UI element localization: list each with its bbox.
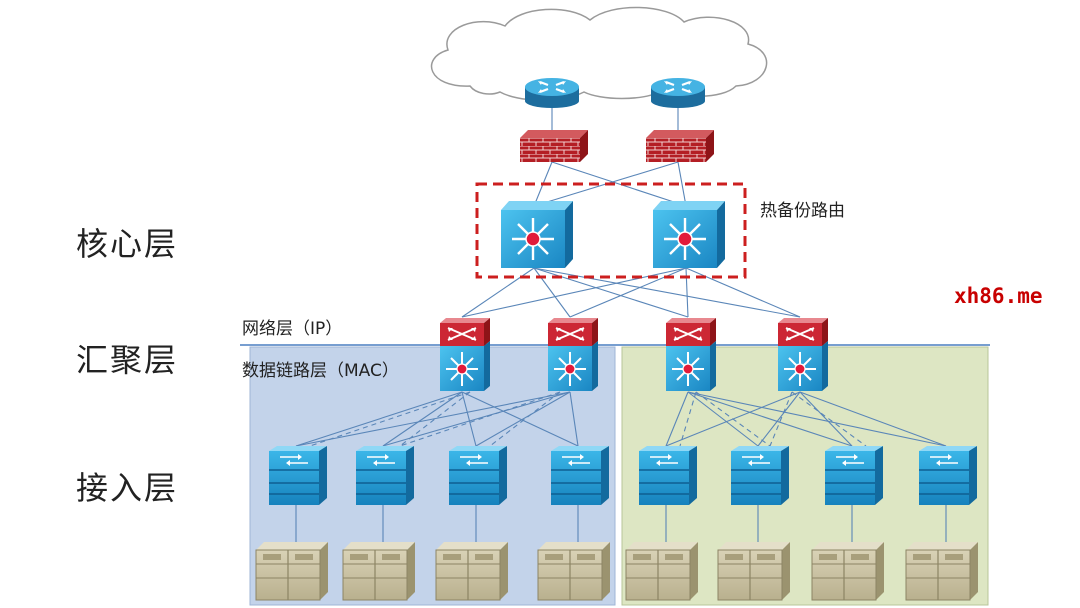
multilayer-router-icon xyxy=(665,317,717,392)
internet-cloud-icon xyxy=(430,6,768,101)
access-switch-icon xyxy=(448,445,508,506)
server-icon xyxy=(537,541,611,601)
server-icon xyxy=(342,541,416,601)
access-switch-icon xyxy=(918,445,978,506)
data-link-layer-label: 数据链路层（MAC） xyxy=(242,361,399,381)
server-icon xyxy=(435,541,509,601)
access-switch-icon xyxy=(730,445,790,506)
core-switch-icon xyxy=(651,199,727,270)
firewall-icon xyxy=(646,130,714,162)
access-layer-label: 接入层 xyxy=(76,469,179,507)
hot-standby-label: 热备份路由 xyxy=(760,201,845,221)
access-switch-icon xyxy=(550,445,610,506)
server-icon xyxy=(905,541,979,601)
hot-standby-highlight-box xyxy=(475,182,747,279)
access-switch-icon xyxy=(824,445,884,506)
server-icon xyxy=(625,541,699,601)
multilayer-router-icon xyxy=(777,317,829,392)
access-switch-icon xyxy=(638,445,698,506)
core-layer-label: 核心层 xyxy=(76,225,179,263)
router-icon xyxy=(649,76,707,110)
backup-dashed-links xyxy=(309,391,867,447)
server-icon xyxy=(255,541,329,601)
multilayer-router-icon xyxy=(547,317,599,392)
access-switch-icon xyxy=(355,445,415,506)
server-icon xyxy=(717,541,791,601)
network-layer-label: 网络层（IP） xyxy=(242,319,343,339)
multilayer-router-icon xyxy=(439,317,491,392)
aggregation-layer-label: 汇聚层 xyxy=(76,341,179,379)
access-switch-icon xyxy=(268,445,328,506)
firewall-icon xyxy=(520,130,588,162)
watermark-text: xh86.me xyxy=(954,284,1043,308)
server-icon xyxy=(811,541,885,601)
router-icon xyxy=(523,76,581,110)
core-switch-icon xyxy=(499,199,575,270)
